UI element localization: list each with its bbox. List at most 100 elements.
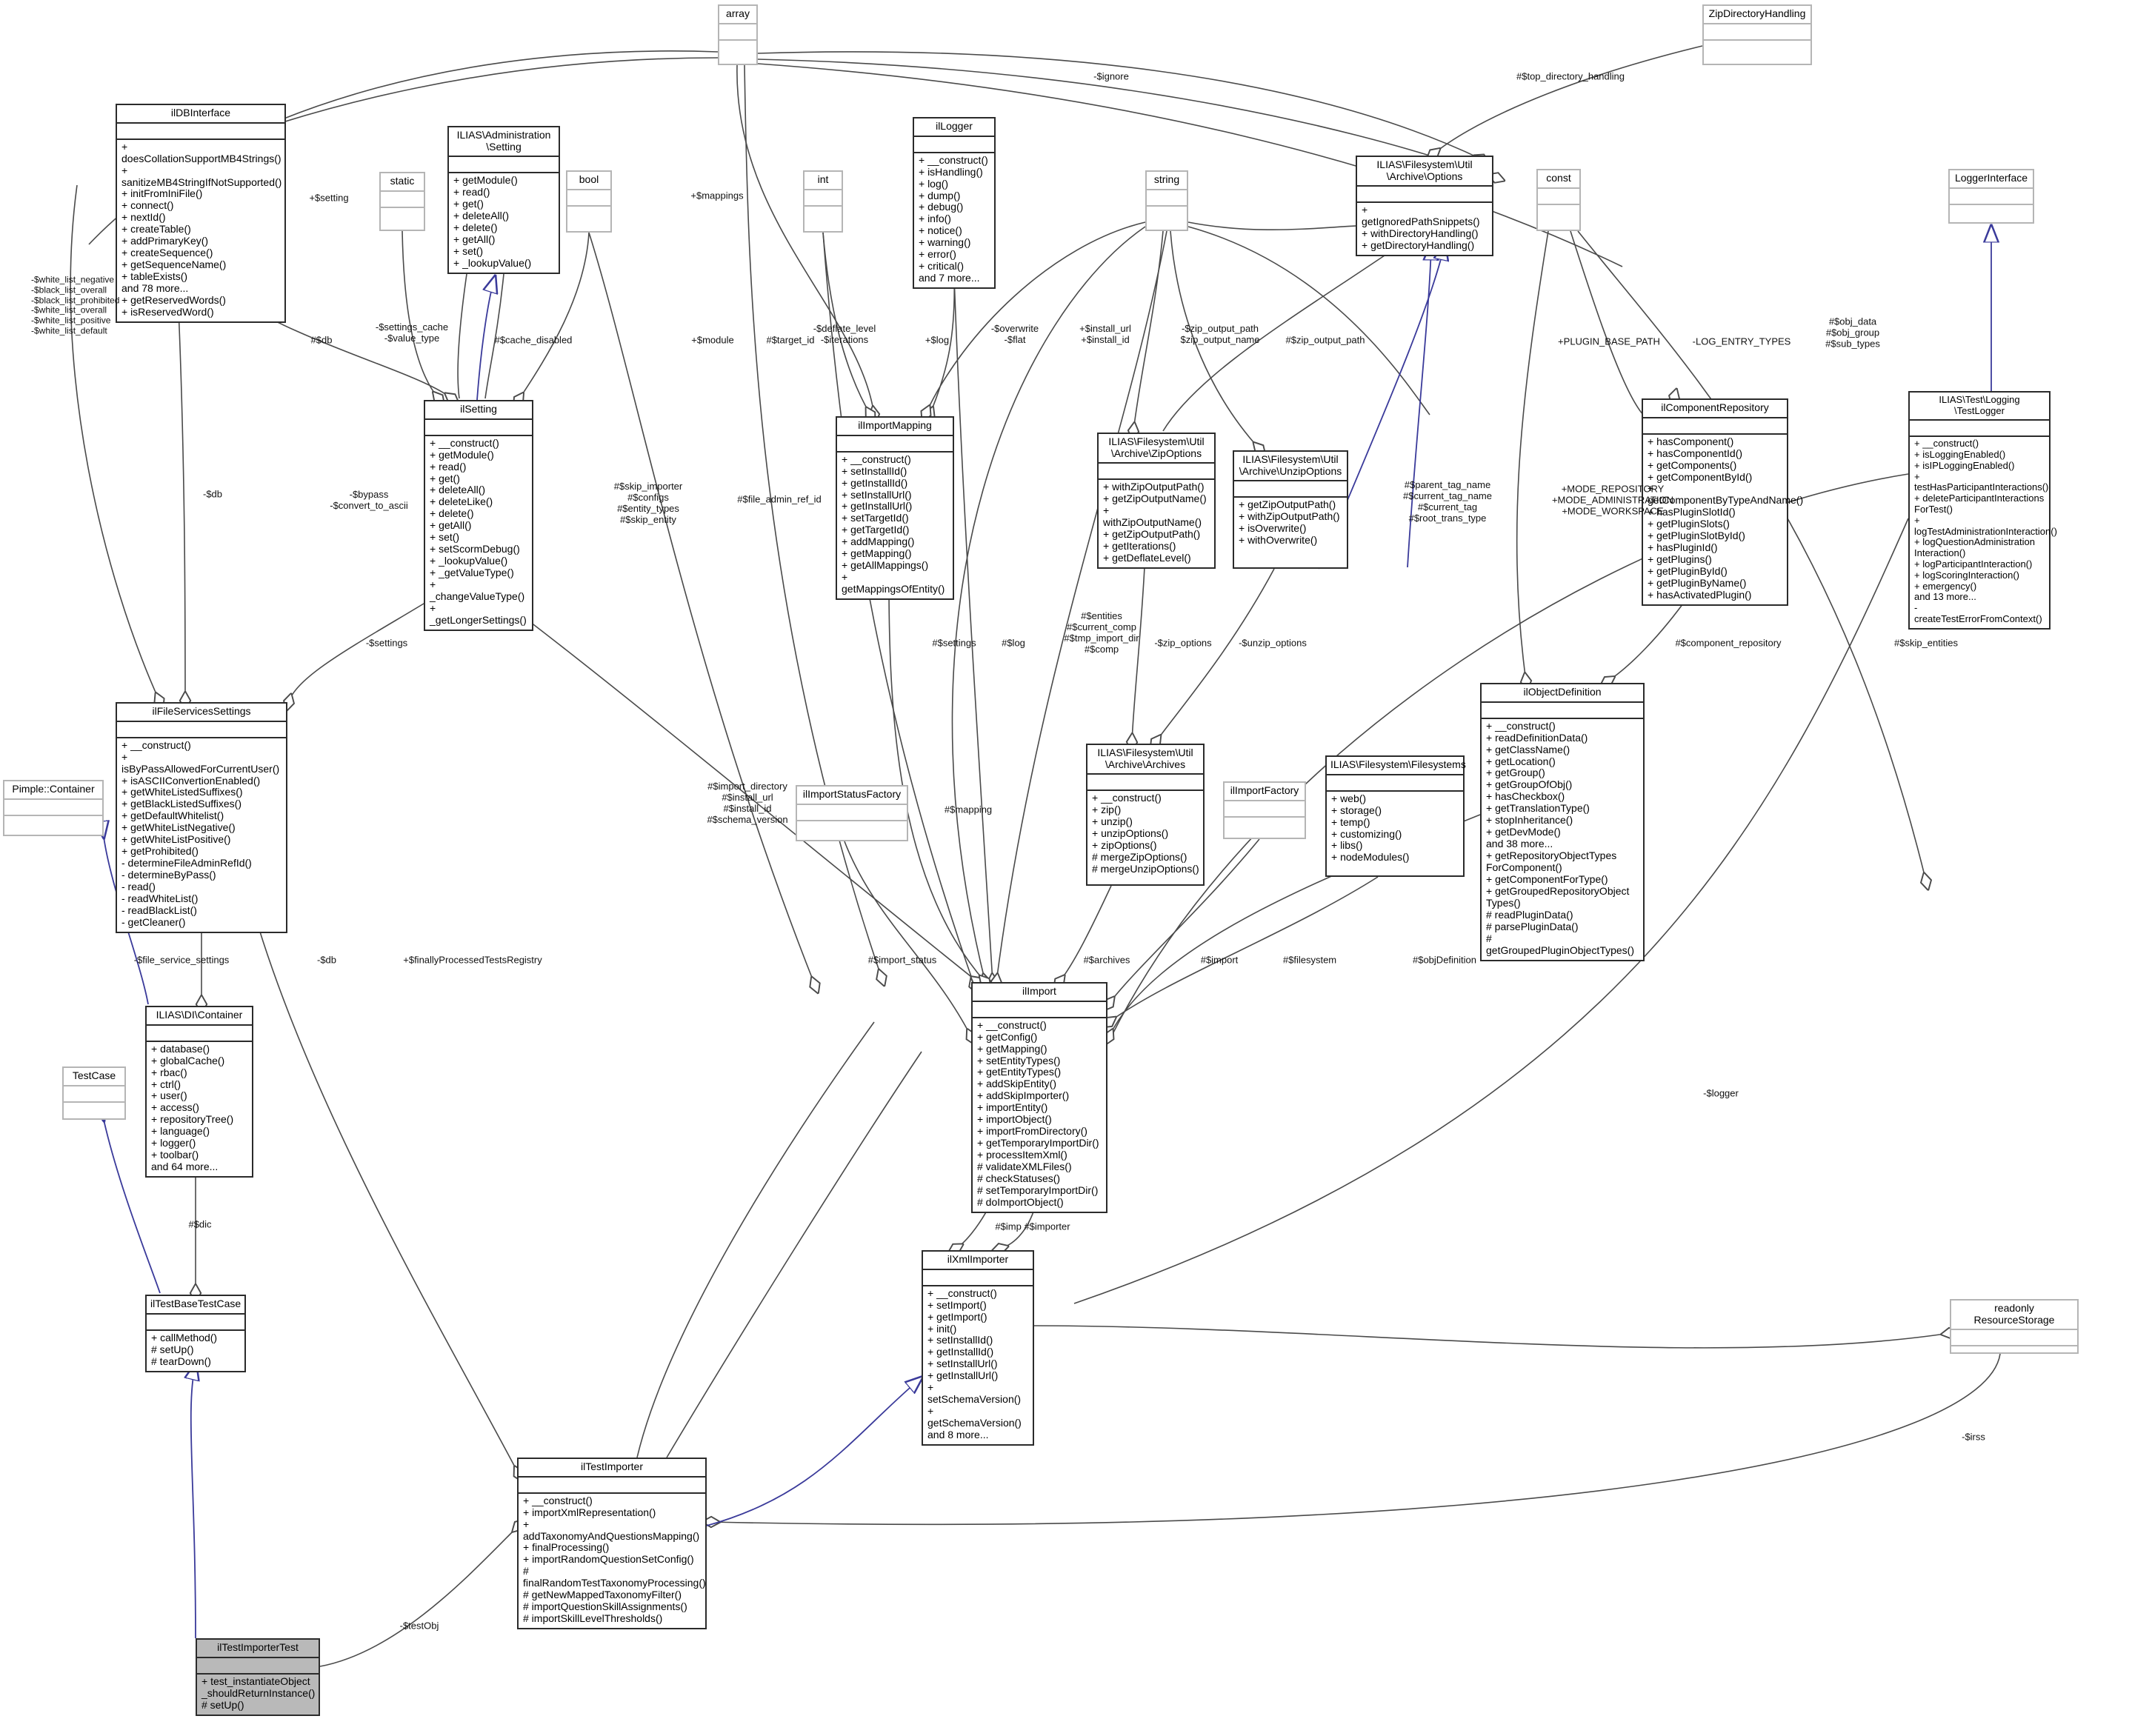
class-operation: + getAll() (453, 233, 496, 246)
class-operation: + hasPluginSlotId() (1648, 506, 1736, 518)
class-operation: + read() (430, 460, 467, 473)
class-operation: + getImport() (927, 1310, 987, 1323)
class-operation: + createSequence() (121, 247, 213, 259)
class-operation: + getTranslationType() (1486, 802, 1590, 815)
class-operation: + withZipOutputPath() (1239, 510, 1340, 523)
class-operation: + addMapping() (842, 535, 915, 548)
class-operation: and 8 more... (927, 1429, 989, 1441)
class-node-title: ILIAS\Test\Logging \TestLogger (1910, 393, 2049, 421)
class-node-ilobjectdefinition[interactable]: ilObjectDefinition+ __construct()+ readD… (1480, 683, 1645, 961)
class-operation: + hasPluginId() (1648, 541, 1718, 554)
edge-label-l-install-url: +$install_url +$install_id (1079, 323, 1131, 345)
class-node-string[interactable]: string (1145, 170, 1188, 231)
class-node-iltestimportertest[interactable]: ilTestImporterTest+ test_instantiateObje… (196, 1638, 320, 1716)
class-node-const[interactable]: const (1536, 169, 1581, 231)
class-node-ilias-di-container[interactable]: ILIAS\DI\Container+ database()+ globalCa… (145, 1006, 253, 1178)
class-operation: + logTestAdministrationInteraction() (1914, 514, 2057, 537)
class-node-testcase[interactable]: TestCase (62, 1066, 126, 1120)
class-operation: + callMethod() (151, 1331, 218, 1343)
class-operation: + rbac() (151, 1066, 187, 1078)
class-node-title: TestCase (64, 1068, 124, 1086)
class-node-archive-options[interactable]: ILIAS\Filesystem\Util \Archive\Options+ … (1356, 156, 1493, 257)
edge-label-l-db2: -$db (202, 488, 223, 500)
class-node-archive-zipoptions[interactable]: ILIAS\Filesystem\Util \Archive\ZipOption… (1097, 433, 1216, 570)
class-node-attributes (837, 436, 953, 453)
class-operation: _shouldReturnInstance() (201, 1686, 316, 1699)
class-operation: + importEntity() (977, 1101, 1048, 1114)
class-node-operations: + getZipOutputPath()+ withZipOutputPath(… (1234, 498, 1347, 550)
class-operation: # getGroupedPluginObjectTypes() (1486, 932, 1634, 956)
class-node-attributes (1704, 24, 1810, 41)
class-operation: + getClassName() (1486, 743, 1570, 755)
class-node-ilias-filesystem-filesystems[interactable]: ILIAS\Filesystem\Filesystems+ web()+ sto… (1325, 755, 1466, 877)
class-node-ilxmlimporter[interactable]: ilXmlImporter+ __construct()+ setImport(… (922, 1250, 1034, 1446)
class-operation: + getGroup() (1486, 767, 1545, 779)
class-operation: + getWhiteListNegative() (121, 821, 236, 834)
class-operation: + isHandling() (919, 165, 983, 178)
class-operation: + isReservedWord() (121, 306, 214, 318)
class-node-array[interactable]: array (718, 4, 758, 65)
class-node-loggerinterface[interactable]: LoggerInterface (1948, 169, 2034, 224)
class-operation: + addTaxonomyAndQuestionsMapping() (523, 1518, 700, 1542)
class-node-ilias-test-logging-testlogger[interactable]: ILIAS\Test\Logging \TestLogger+ __constr… (1908, 391, 2057, 630)
class-node-illogger[interactable]: ilLogger+ __construct()+ isHandling()+ l… (913, 117, 996, 290)
class-operation: + init() (927, 1322, 957, 1335)
edge-label-l-component-repo: #$component_repository (1675, 637, 1782, 649)
class-node-ilimport[interactable]: ilImport+ __construct()+ getConfig()+ ge… (971, 982, 1107, 1213)
class-node-archive-unzipoptions[interactable]: ILIAS\Filesystem\Util \Archive\UnzipOpti… (1233, 450, 1348, 569)
class-node-bool[interactable]: bool (566, 170, 612, 233)
class-node-operations: + web()+ storage()+ temp()+ customizing(… (1327, 792, 1463, 867)
class-operation: # checkStatuses() (977, 1172, 1061, 1185)
class-operation: + withZipOutputPath() (1103, 481, 1205, 493)
class-node-ilias-administration-setting[interactable]: ILIAS\Administration \Setting+ getModule… (447, 126, 560, 274)
edge-label-l-slog2: #$log (1002, 637, 1025, 649)
edge-label-l-blogger: -$logger (1703, 1087, 1739, 1099)
edge-label-l-entities: #$entities #$current_comp #$tmp_import_d… (1064, 610, 1139, 655)
class-operation: + getPluginById() (1648, 565, 1728, 578)
class-operation: + __construct() (927, 1286, 997, 1299)
class-operation: + user() (151, 1089, 187, 1102)
class-operation: + getReservedWords() (121, 294, 226, 307)
class-node-attributes (519, 1478, 705, 1494)
class-operation: + emergency() (1914, 580, 1977, 592)
edge-label-l-log-entry-types: -LOG_ENTRY_TYPES (1692, 335, 1791, 347)
class-node-ildbinterface[interactable]: ilDBInterface+ doesCollationSupportMB4St… (116, 104, 286, 323)
class-operation: + getGroupOfObj() (1486, 778, 1573, 791)
class-operation: + doesCollationSupportMB4Strings() (121, 140, 282, 164)
edge-label-l-db1: #$db (310, 334, 333, 346)
class-node-ilfileservicessettings[interactable]: ilFileServicesSettings+ __construct()+ i… (116, 702, 287, 933)
class-node-zipdirectoryhandling[interactable]: ZipDirectoryHandling (1702, 4, 1812, 65)
class-operation: - determineByPass() (121, 869, 216, 881)
class-node-archive-archives[interactable]: ILIAS\Filesystem\Util \Archive\Archives+… (1086, 744, 1205, 886)
class-node-iltestimporter[interactable]: ilTestImporter+ __construct()+ importXml… (517, 1458, 707, 1630)
class-node-ilcomponentrepository[interactable]: ilComponentRepository+ hasComponent()+ h… (1642, 398, 1803, 607)
class-node-pimple-container[interactable]: Pimple::Container (3, 780, 104, 836)
class-operation: + getAll() (430, 519, 472, 532)
class-node-ilimportfactory[interactable]: ilImportFactory (1223, 781, 1306, 839)
class-node-iltestbasetestcase[interactable]: ilTestBaseTestCase+ callMethod()# setUp(… (145, 1295, 246, 1372)
class-node-ilimportstatusfactory[interactable]: ilImportStatusFactory (796, 785, 908, 841)
class-operation: + finalProcessing() (523, 1541, 610, 1554)
edge-label-l-slog1: +$log (925, 334, 950, 346)
class-operation: + delete() (430, 507, 474, 520)
class-node-title: ILIAS\Filesystem\Util \Archive\ZipOption… (1099, 434, 1214, 464)
edge-label-l-zip-output-path1: -$zip_output_path $zip_output_name (1180, 323, 1260, 345)
class-node-int[interactable]: int (803, 170, 843, 233)
edge-label-l-testobj: -$testObj (399, 1620, 439, 1632)
edge-label-l-setting: +$setting (309, 192, 349, 204)
class-operation: + notice() (919, 224, 962, 237)
class-node-title: const (1538, 170, 1579, 189)
class-operation: + testHasParticipantInteractions() (1914, 470, 2049, 493)
class-operation: + getZipOutputPath() (1239, 498, 1336, 511)
class-node-ilsetting[interactable]: ilSetting+ __construct()+ getModule()+ r… (424, 400, 533, 631)
class-node-title: ILIAS\DI\Container (147, 1007, 252, 1026)
edge-label-l-import-status: #$import_status (867, 954, 937, 966)
class-operation: and 13 more... (1914, 591, 1976, 603)
class-operation: + __construct() (977, 1018, 1047, 1031)
class-node-readonly-resourcestorage[interactable]: readonly ResourceStorage (1950, 1299, 2079, 1354)
class-operation: Types() (1486, 896, 1521, 909)
class-node-title: string (1147, 172, 1187, 190)
class-node-ilimportmapping[interactable]: ilImportMapping+ __construct()+ setInsta… (836, 416, 954, 601)
class-node-static[interactable]: static (379, 172, 425, 231)
class-node-attributes (973, 1002, 1106, 1018)
